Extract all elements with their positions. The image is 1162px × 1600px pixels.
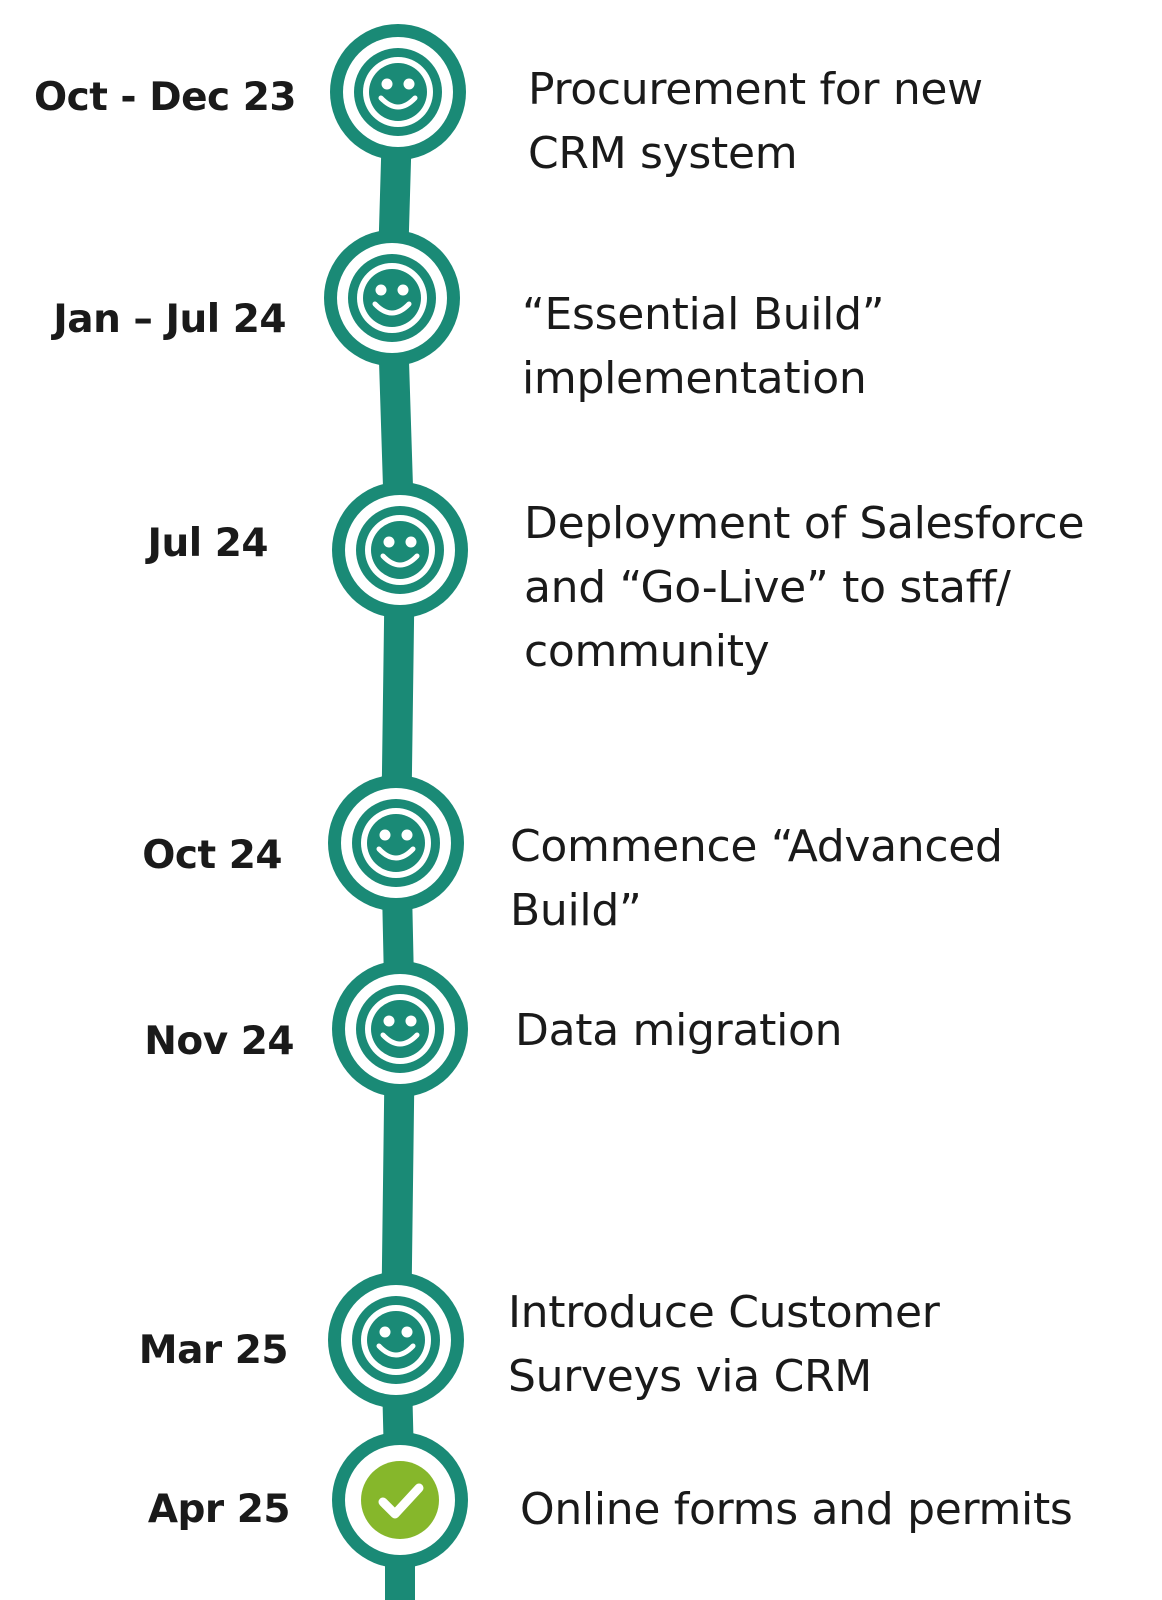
milestone-description: Commence “Advanced Build” — [510, 821, 1003, 936]
milestone-node — [328, 775, 464, 911]
milestone-description: Deployment of Salesforce and “Go-Live” t… — [524, 498, 1085, 677]
smiley-face-icon — [348, 254, 436, 342]
timeline-nodes — [324, 24, 468, 1568]
smiley-face-icon — [356, 506, 444, 594]
milestone-node — [328, 1272, 464, 1408]
milestone-description: Data migration — [515, 1005, 843, 1056]
milestone-description: “Essential Build” implementation — [522, 289, 885, 404]
smiley-face-icon — [352, 799, 440, 887]
smiley-face-icon — [354, 48, 442, 136]
smiley-face-icon — [352, 1296, 440, 1384]
milestone-node — [332, 1432, 468, 1568]
milestone-date: Oct 24 — [142, 833, 282, 878]
check-mark-icon — [361, 1461, 439, 1539]
milestone-date: Jan – Jul 24 — [53, 297, 286, 342]
milestone-description: Introduce Customer Surveys via CRM — [508, 1287, 940, 1402]
milestone-node — [324, 230, 460, 366]
milestone-date: Apr 25 — [147, 1487, 291, 1532]
milestone-description: Procurement for new CRM system — [528, 64, 983, 179]
milestone-description: Online forms and permits — [520, 1484, 1073, 1535]
milestone-node — [330, 24, 466, 160]
milestone-date: Jul 24 — [147, 521, 269, 566]
milestone-date: Oct - Dec 23 — [33, 75, 297, 120]
milestone-date: Mar 25 — [138, 1328, 289, 1373]
milestone-date: Nov 24 — [144, 1019, 294, 1064]
milestone-node — [332, 961, 468, 1097]
smiley-face-icon — [356, 985, 444, 1073]
milestone-node — [332, 482, 468, 618]
